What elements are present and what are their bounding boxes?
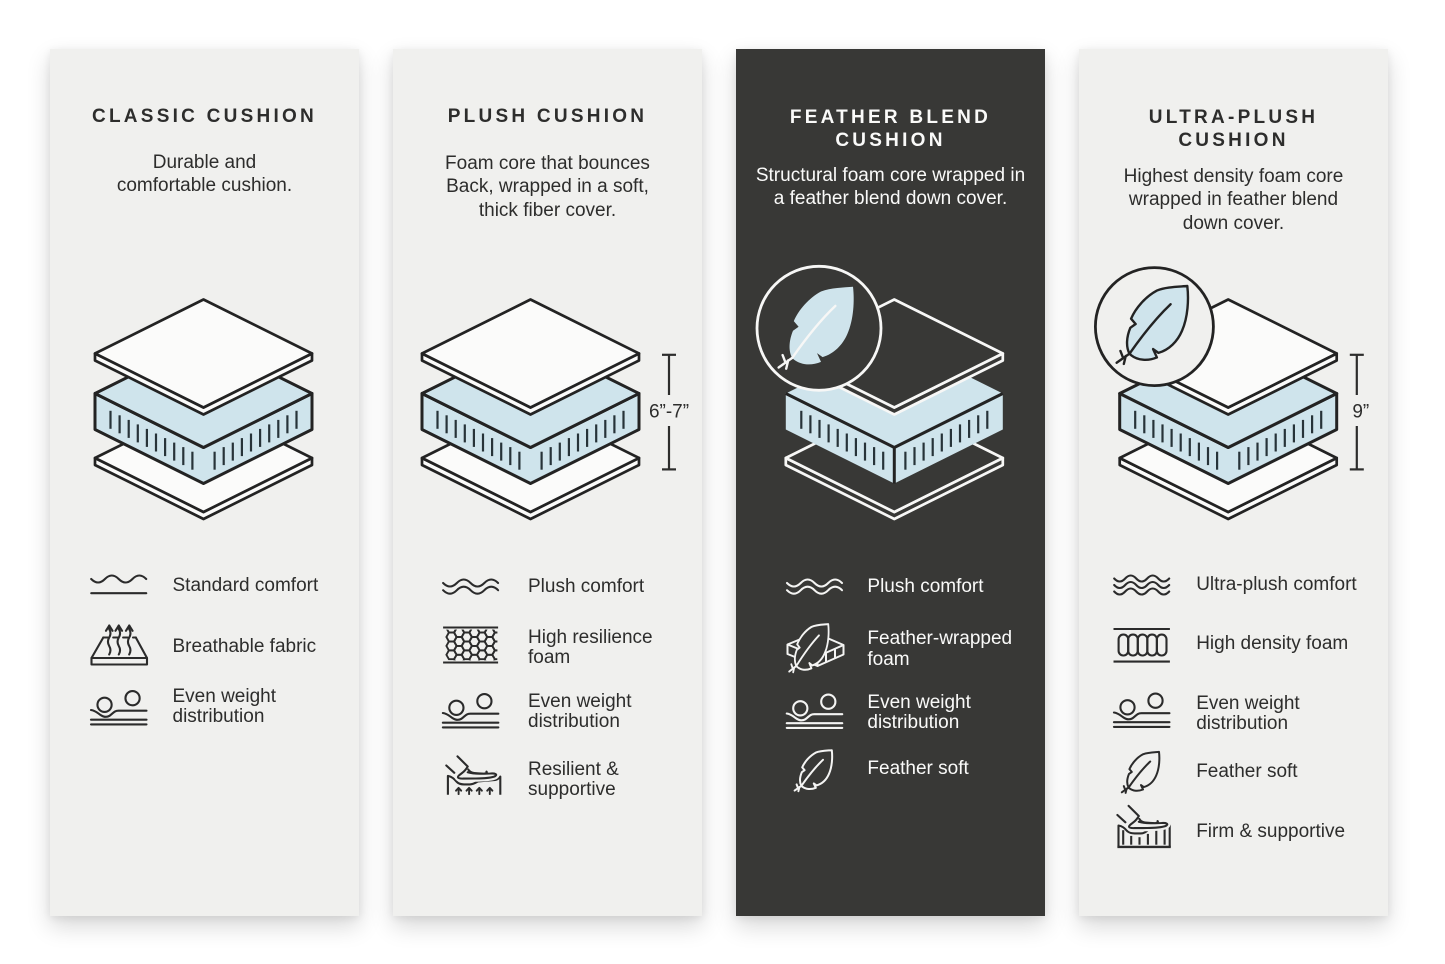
svg-text:6”-7”: 6”-7” bbox=[649, 401, 689, 422]
svg-text:9”: 9” bbox=[1352, 401, 1369, 422]
